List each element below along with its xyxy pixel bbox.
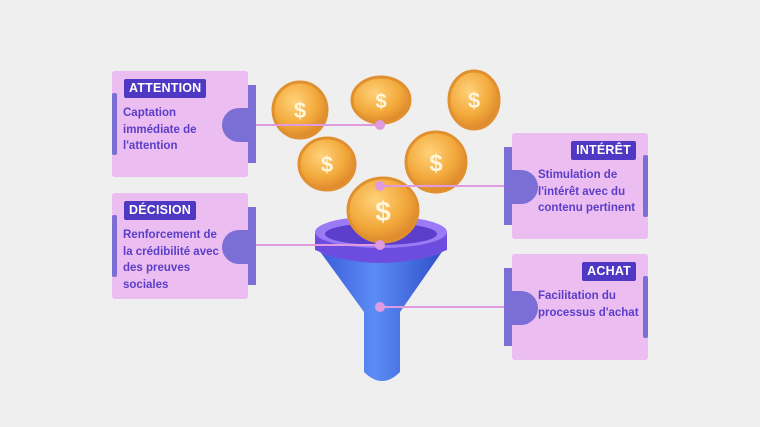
- stage-label: ATTENTION: [124, 79, 207, 98]
- svg-text:$: $: [321, 152, 333, 177]
- card-tab: [248, 207, 256, 285]
- svg-text:$: $: [468, 88, 480, 113]
- coin-icon: $: [271, 80, 329, 140]
- card-accent-bar: [112, 215, 117, 277]
- connector-dot-attention: [375, 120, 385, 130]
- card-connector-notch: [222, 230, 248, 264]
- svg-text:$: $: [429, 150, 443, 177]
- stage-description: Facilitation du processus d'achat: [538, 290, 639, 319]
- stage-label: DÉCISION: [124, 201, 197, 220]
- stage-description: Captation immédiate de l'attention: [123, 107, 197, 152]
- card-connector-notch: [222, 108, 248, 142]
- connector-dot-interet: [375, 181, 385, 191]
- coin-icon: $: [447, 69, 501, 131]
- connector-dot-decision: [375, 240, 385, 250]
- card-tab: [504, 147, 512, 225]
- stage-description: Stimulation de l'intérêt avec du contenu…: [538, 169, 636, 214]
- stage-card-interet: INTÉRÊT Stimulation de l'intérêt avec du…: [504, 133, 648, 239]
- svg-text:$: $: [375, 91, 386, 113]
- card-tab: [504, 268, 512, 346]
- svg-text:$: $: [375, 196, 391, 227]
- stage-label: INTÉRÊT: [571, 141, 636, 160]
- card-accent-bar: [643, 276, 648, 338]
- coin-icon: $: [350, 75, 412, 125]
- card-tab: [248, 85, 256, 163]
- stage-card-attention: ATTENTION Captation immédiate de l'atten…: [112, 71, 256, 177]
- stage-card-decision: DÉCISION Renforcement de la crédibilité …: [112, 193, 256, 299]
- stage-description: Renforcement de la crédibilité avec des …: [123, 229, 219, 291]
- coin-icon: $: [404, 130, 468, 194]
- card-accent-bar: [112, 93, 117, 155]
- stage-label: ACHAT: [582, 262, 636, 281]
- card-connector-notch: [512, 291, 538, 325]
- card-connector-notch: [512, 170, 538, 204]
- card-accent-bar: [643, 155, 648, 217]
- connector-dot-achat: [375, 302, 385, 312]
- coin-icon: $: [297, 136, 357, 192]
- svg-text:$: $: [294, 98, 306, 123]
- stage-card-achat: ACHAT Facilitation du processus d'achat: [504, 254, 648, 360]
